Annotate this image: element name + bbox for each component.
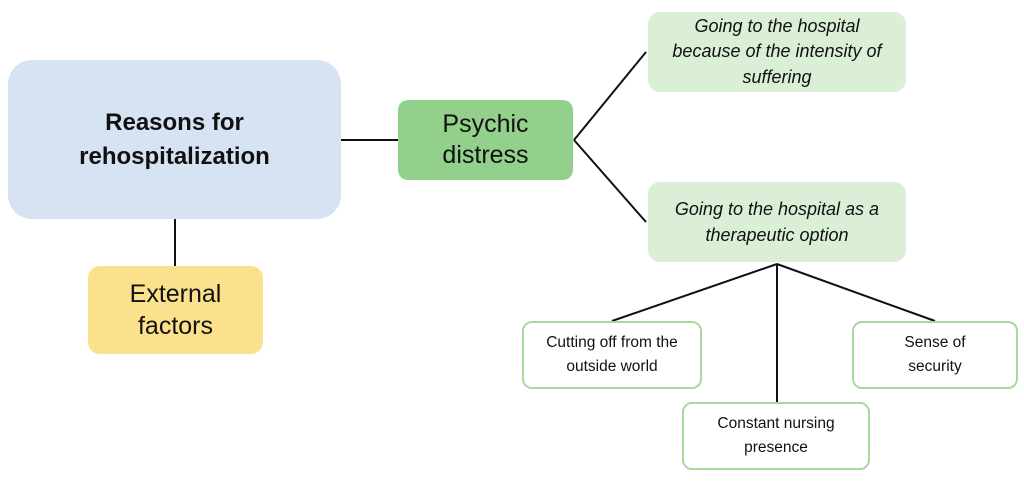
node-label: Cutting off from the outside world <box>546 333 678 375</box>
node-constant-nursing-presence: Constant nursing presence <box>682 402 870 470</box>
node-label: Sense of security <box>904 333 966 375</box>
node-label: Going to the hospital because of the int… <box>672 16 882 87</box>
edge-therapeutic-cutting-off <box>611 263 778 322</box>
node-label: Going to the hospital as a therapeutic o… <box>674 198 880 245</box>
node-intensity-of-suffering: Going to the hospital because of the int… <box>648 12 906 92</box>
edge-therapeutic-security <box>776 263 936 322</box>
node-psychic-distress: Psychic distress <box>398 100 573 180</box>
node-label: Constant nursing presence <box>717 414 835 456</box>
node-label: Psychic distress <box>442 109 529 169</box>
edge-psychic-distress-intensity <box>573 51 647 141</box>
edge-psychic-distress-therapeutic <box>573 139 647 223</box>
node-therapeutic-option: Going to the hospital as a therapeutic o… <box>648 182 906 262</box>
node-label: Reasons for rehospitalization <box>79 108 270 170</box>
node-label: External factors <box>129 279 222 341</box>
node-external-factors: External factors <box>88 266 263 354</box>
node-reasons-for-rehospitalization: Reasons for rehospitalization <box>8 60 341 219</box>
node-sense-of-security: Sense of security <box>852 321 1018 389</box>
node-cutting-off: Cutting off from the outside world <box>522 321 702 389</box>
